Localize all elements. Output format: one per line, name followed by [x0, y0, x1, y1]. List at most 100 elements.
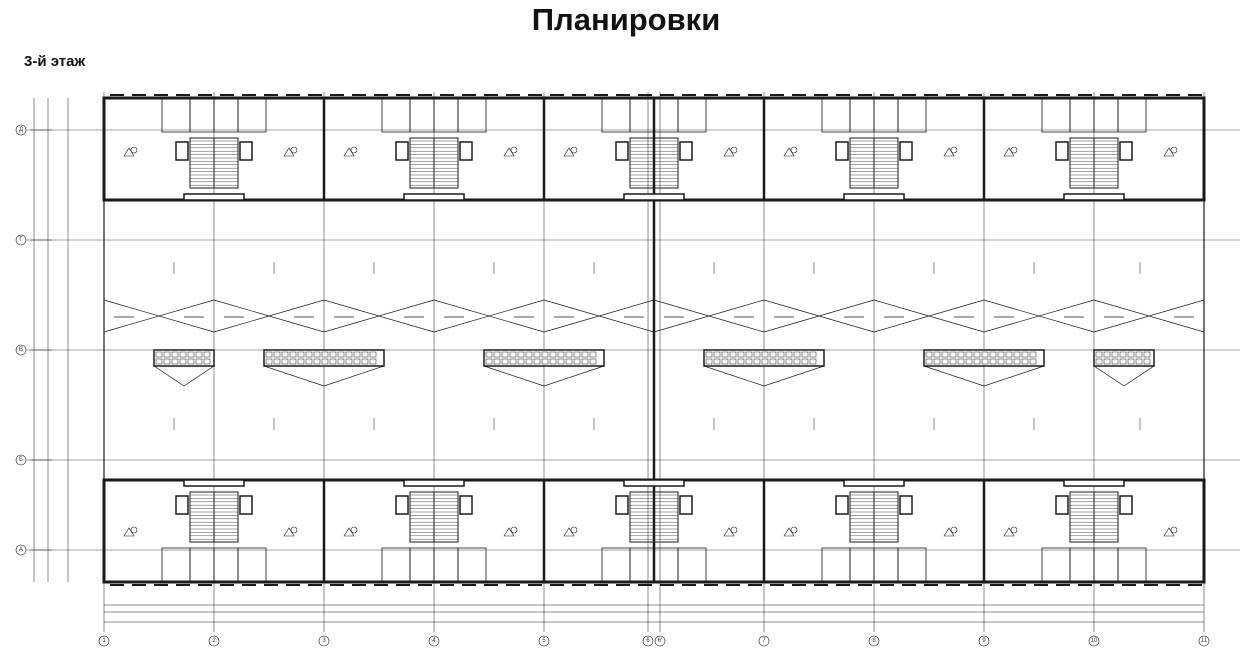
rack-cell	[1013, 351, 1021, 358]
rack-cell	[1095, 358, 1103, 365]
small-room	[237, 547, 267, 583]
floor-label: 3-й этаж	[24, 53, 86, 70]
axis-bubble-column	[1198, 635, 1210, 647]
small-room	[821, 547, 851, 583]
rack-cell	[525, 358, 533, 365]
small-room	[653, 97, 679, 133]
rack-cell	[581, 358, 589, 365]
room-marker-icon	[503, 527, 515, 537]
room-tag-icon	[130, 526, 138, 534]
rack-cell	[777, 358, 785, 365]
rack-cell	[745, 358, 753, 365]
rack-cell	[345, 358, 353, 365]
room-tag-icon	[570, 526, 578, 534]
vestibule	[403, 479, 465, 487]
small-room	[601, 97, 631, 133]
rack-cell	[187, 351, 195, 358]
rack-cell	[573, 351, 581, 358]
truss-brace	[433, 299, 545, 333]
rack-cell	[265, 358, 273, 365]
rack-zone-line	[153, 365, 185, 387]
rack-cell	[313, 358, 321, 365]
axis-label-column: 7	[762, 638, 766, 644]
vestibule	[403, 193, 465, 201]
rack-zone-line	[263, 365, 325, 387]
room-marker-icon	[1003, 527, 1015, 537]
rack-zone-line	[323, 365, 385, 387]
room-marker-icon	[783, 147, 795, 157]
vestibule	[623, 193, 685, 201]
rack-cell	[1103, 351, 1111, 358]
rack-cell	[793, 358, 801, 365]
rack-cell	[941, 358, 949, 365]
rack-cell	[581, 351, 589, 358]
rack-cell	[761, 351, 769, 358]
truss-brace	[763, 299, 875, 333]
rack-cell	[809, 351, 817, 358]
small-room	[1041, 547, 1071, 583]
rack-cell	[981, 358, 989, 365]
axis-bubble-row	[15, 124, 27, 136]
room-marker-icon	[783, 527, 795, 537]
axis-bubble-column	[978, 635, 990, 647]
room-tag-icon	[510, 526, 518, 534]
room-marker-icon	[723, 527, 735, 537]
rack-cell	[941, 351, 949, 358]
axis-label-row: Г	[19, 237, 23, 243]
rack-cell	[155, 358, 163, 365]
room-marker-icon	[563, 527, 575, 537]
truss-brace	[213, 299, 325, 333]
rack-cell	[369, 351, 377, 358]
rack-cell	[361, 358, 369, 365]
room-marker-icon	[283, 147, 295, 157]
small-room	[457, 547, 487, 583]
storage-rack	[1093, 349, 1155, 367]
axis-bubble-column	[208, 635, 220, 647]
rack-cell	[187, 358, 195, 365]
axis-label-row: В	[19, 347, 23, 353]
small-room	[409, 547, 435, 583]
rack-cell	[753, 351, 761, 358]
rack-cell	[933, 351, 941, 358]
rack-cell	[155, 351, 163, 358]
room-tag-icon	[290, 146, 298, 154]
rack-cell	[973, 358, 981, 365]
rack-cell	[997, 358, 1005, 365]
rack-cell	[1021, 351, 1029, 358]
small-room	[457, 97, 487, 133]
small-room	[237, 97, 267, 133]
rack-cell	[721, 351, 729, 358]
rack-cell	[801, 351, 809, 358]
truss-brace	[873, 299, 985, 333]
rack-cell	[493, 351, 501, 358]
small-room	[629, 547, 655, 583]
rack-cell	[195, 358, 203, 365]
rack-zone-line	[483, 365, 545, 387]
small-room	[601, 547, 631, 583]
rack-cell	[777, 351, 785, 358]
small-room	[1041, 97, 1071, 133]
room-tag-icon	[1010, 526, 1018, 534]
shaft	[899, 495, 913, 515]
rack-cell	[705, 358, 713, 365]
shaft	[679, 141, 693, 161]
small-room	[821, 97, 851, 133]
small-room	[433, 97, 459, 133]
small-room	[873, 547, 899, 583]
rack-cell	[509, 351, 517, 358]
rack-cell	[265, 351, 273, 358]
axis-bubble-row	[15, 454, 27, 466]
rack-cell	[203, 358, 211, 365]
rack-cell	[1143, 358, 1151, 365]
rack-cell	[753, 358, 761, 365]
rack-cell	[737, 351, 745, 358]
rack-cell	[493, 358, 501, 365]
rack-cell	[793, 351, 801, 358]
room-marker-icon	[123, 147, 135, 157]
rack-cell	[179, 351, 187, 358]
rack-cell	[549, 351, 557, 358]
truss-brace	[653, 299, 765, 333]
axis-bubble-column	[654, 635, 666, 647]
rack-cell	[353, 351, 361, 358]
